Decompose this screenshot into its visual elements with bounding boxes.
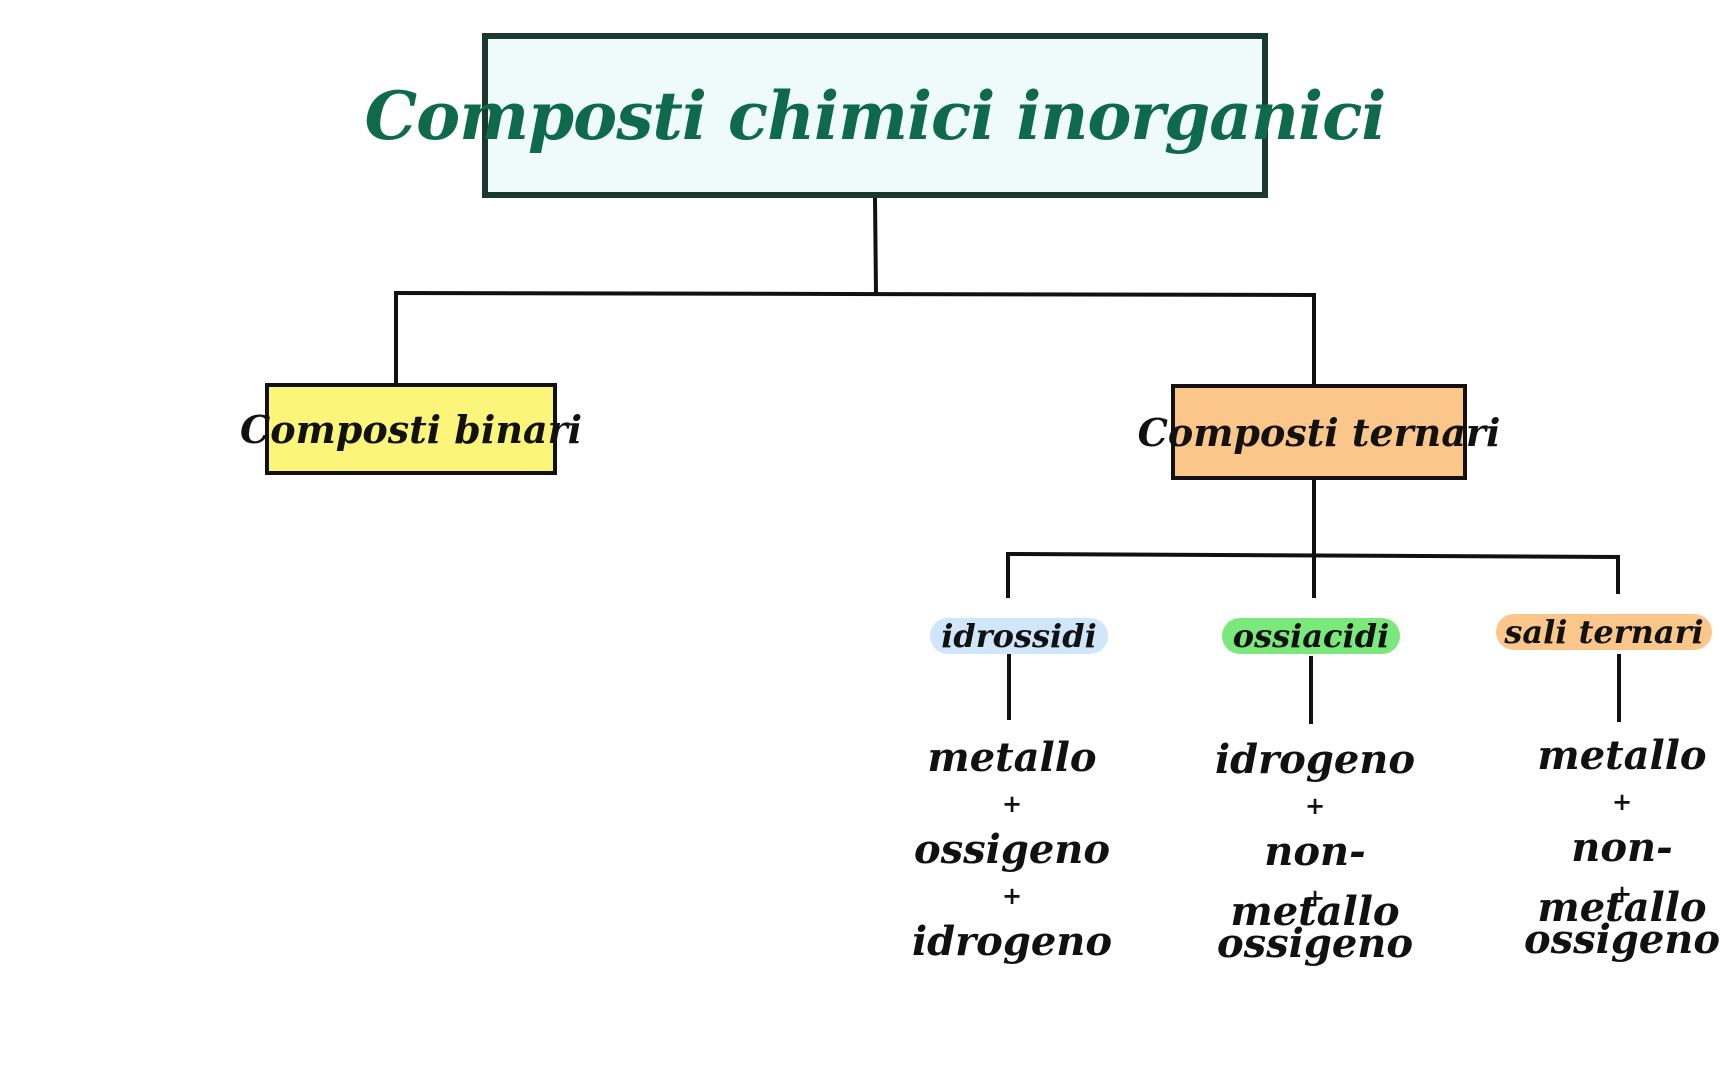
idrossidi-tag: idrossidi: [930, 617, 1108, 655]
title-box: Composti chimici inorganici: [365, 33, 1386, 198]
binari-box: Composti binari: [240, 383, 582, 475]
formula-term: idrogeno: [911, 918, 1113, 965]
idrossidi-formula: metallo + ossigeno + idrogeno: [892, 728, 1132, 972]
ternari-label: Composti ternari: [1137, 409, 1501, 455]
formula-plus: +: [1611, 787, 1633, 816]
formula-term: non-metallo: [1230, 828, 1400, 935]
ternari-box: Composti ternari: [1138, 384, 1500, 480]
formula-term: ossigeno: [913, 826, 1111, 873]
formula-term: metallo: [1537, 732, 1707, 779]
formula-plus: +: [1611, 879, 1633, 908]
level2-bar: [1005, 551, 1621, 560]
sali-ternari-formula: metallo + non-metallo + ossigeno: [1502, 726, 1728, 970]
formula-plus: +: [1001, 789, 1023, 818]
ossiacidi-formula: idrogeno + non-metallo + ossigeno: [1195, 730, 1435, 974]
level1-bar: [393, 290, 1317, 298]
sali-ternari-label: sali ternari: [1504, 613, 1704, 651]
formula-plus: +: [1304, 791, 1326, 820]
ossiacidi-tag: ossiacidi: [1222, 617, 1400, 655]
sali-ternari-tag: sali ternari: [1496, 613, 1712, 651]
formula-term: idrogeno: [1214, 736, 1416, 783]
binari-label: Composti binari: [239, 406, 583, 452]
idrossidi-label: idrossidi: [941, 617, 1097, 655]
title-stem: [872, 195, 879, 296]
formula-plus: +: [1304, 883, 1326, 912]
ossiacidi-label: ossiacidi: [1232, 617, 1390, 655]
formula-term: ossigeno: [1216, 920, 1414, 967]
title-text: Composti chimici inorganici: [364, 76, 1387, 155]
formula-plus: +: [1001, 881, 1023, 910]
formula-term: non-metallo: [1537, 824, 1707, 931]
formula-term: metallo: [927, 734, 1097, 781]
formula-term: ossigeno: [1523, 916, 1721, 963]
